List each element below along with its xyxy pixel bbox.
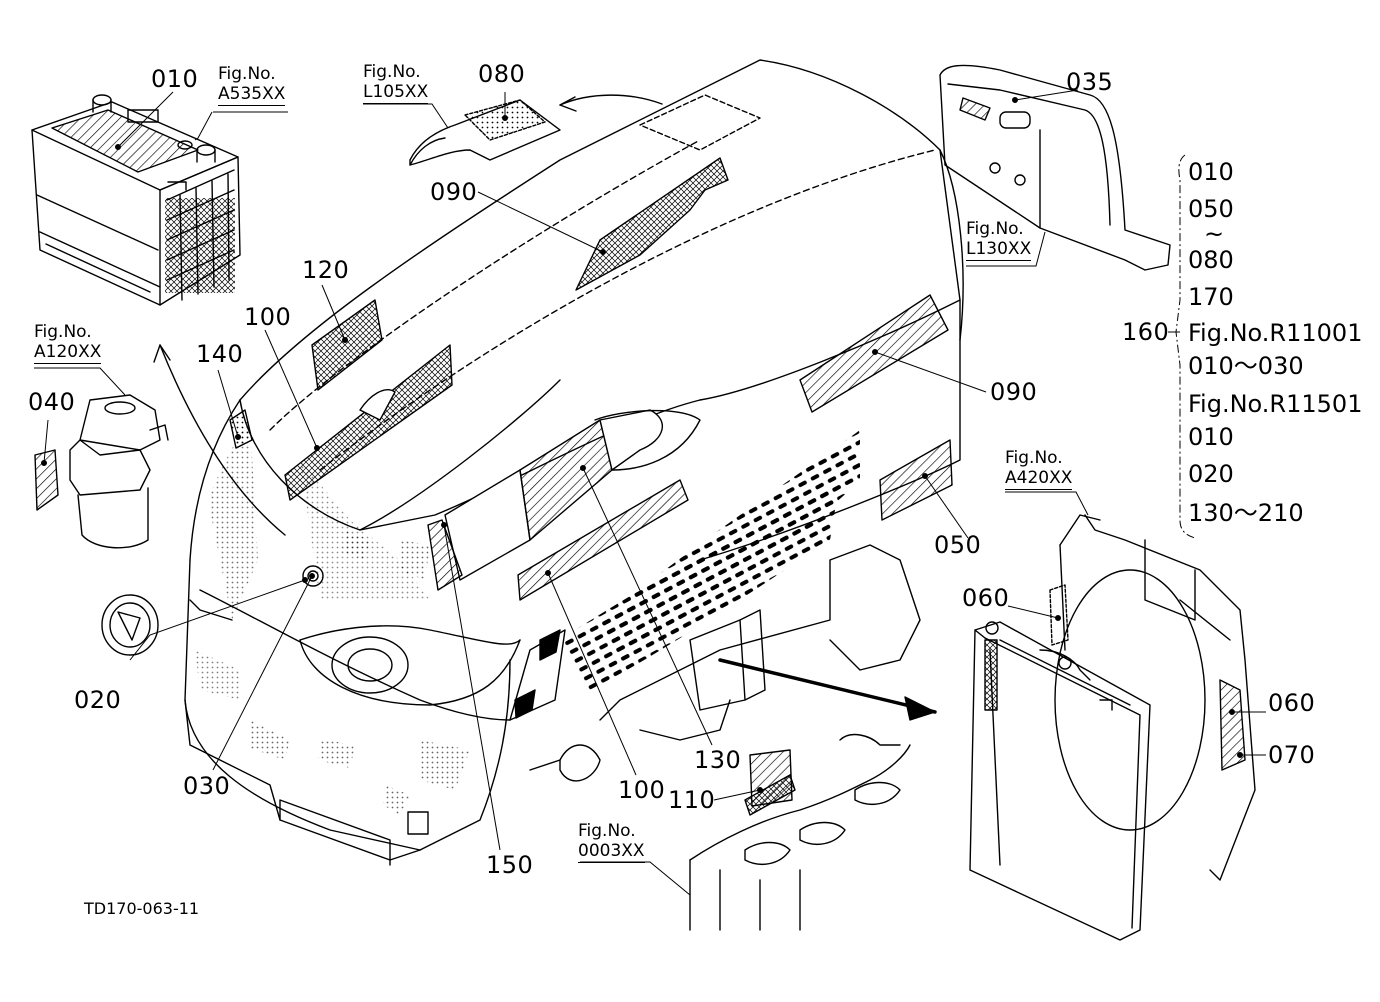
callout-060-right: 060 [1268, 689, 1316, 717]
fig-ref-battery-line1: Fig.No. [218, 64, 276, 84]
fig-ref-hood-line2: L105XX [363, 82, 429, 105]
callout-150: 150 [486, 851, 534, 879]
radiator-drawing [969, 514, 1256, 941]
callout-070: 070 [1268, 741, 1316, 769]
callout-010: 010 [151, 65, 199, 93]
rear-panel-drawing [939, 64, 1171, 271]
parts-list-item: 010～030 [1188, 352, 1304, 380]
radiator-arrow [718, 658, 937, 714]
fig-ref-radiator-line2: A420XX [1005, 468, 1073, 491]
fig-ref-radiator: Fig.No. A420XX [1005, 448, 1073, 491]
parts-list-item: Fig.No.R11001 [1188, 319, 1363, 347]
callout-050: 050 [934, 531, 982, 559]
fig-ref-panel-line2: L130XX [966, 239, 1032, 262]
callout-130: 130 [694, 746, 742, 774]
callout-160: 160 [1122, 318, 1170, 346]
fig-ref-panel: Fig.No. L130XX [966, 219, 1032, 262]
parts-list-item: 010 [1188, 423, 1234, 451]
hood-cap-drawing [409, 99, 561, 166]
fig-ref-panel-line1: Fig.No. [966, 219, 1024, 239]
fig-ref-hood: Fig.No. L105XX [363, 62, 429, 105]
battery-drawing [31, 94, 241, 306]
callout-090-side: 090 [990, 378, 1038, 406]
parts-list-item: 010 [1188, 158, 1234, 186]
fig-ref-hood-line1: Fig.No. [363, 62, 421, 82]
callout-060-left: 060 [962, 584, 1010, 612]
parts-list-item: 080 [1188, 246, 1234, 274]
fig-ref-filter: Fig.No. A120XX [34, 322, 102, 365]
callout-030: 030 [183, 772, 231, 800]
parts-list-item: 170 [1188, 283, 1234, 311]
range-mark: ~ [1204, 220, 1225, 248]
tractor-hood-drawing [184, 59, 964, 866]
callout-100-top: 100 [244, 303, 292, 331]
callout-040: 040 [28, 388, 76, 416]
leader-lines [34, 89, 1266, 896]
parts-list-item: 050 [1188, 195, 1234, 223]
callout-110: 110 [668, 786, 716, 814]
fig-ref-filter-line1: Fig.No. [34, 322, 92, 342]
fig-ref-radiator-line1: Fig.No. [1005, 448, 1063, 468]
fig-ref-filter-line2: A120XX [34, 342, 102, 365]
parts-list-item: 020 [1188, 460, 1234, 488]
callout-090-top: 090 [430, 178, 478, 206]
fig-ref-engine-line1: Fig.No. [578, 821, 636, 841]
callout-080: 080 [478, 60, 526, 88]
fig-ref-battery: Fig.No. A535XX [218, 64, 286, 107]
callout-140: 140 [196, 340, 244, 368]
callout-120: 120 [302, 256, 350, 284]
emblem-drawing [101, 594, 159, 656]
hood-arrow [559, 94, 663, 106]
fuel-filter-drawing [34, 394, 169, 549]
fig-ref-battery-line2: A535XX [218, 84, 286, 107]
callout-020: 020 [74, 686, 122, 714]
parts-list-item: Fig.No.R11501 [1188, 390, 1363, 418]
callout-100-bottom: 100 [618, 776, 666, 804]
diagram-code: TD170-063-11 [84, 899, 200, 918]
parts-list-item: 130～210 [1188, 499, 1304, 527]
fig-ref-engine-line2: 0003XX [578, 841, 645, 864]
fig-ref-engine: Fig.No. 0003XX [578, 821, 645, 864]
callout-035: 035 [1066, 68, 1114, 96]
